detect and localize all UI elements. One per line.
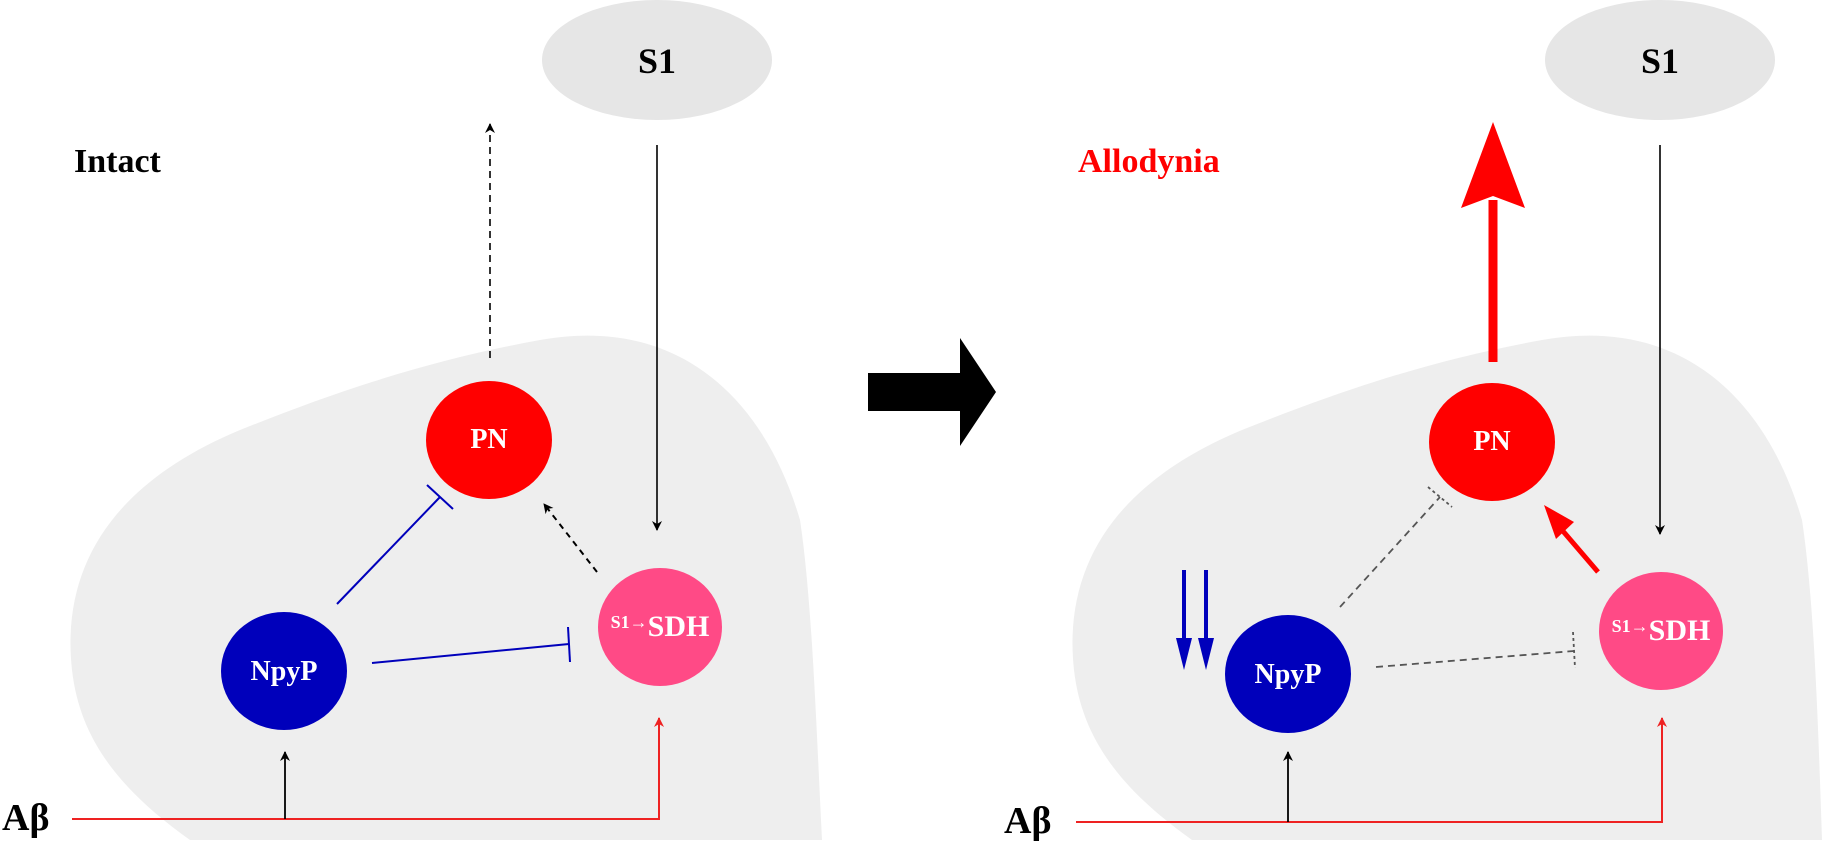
abeta-label: Aβ [2,797,49,839]
sdh-node [598,568,722,686]
npyp-inhibits-pn-weakened [1339,496,1441,608]
npyp-inhibits-sdh-weakened-bar [1572,631,1576,669]
sdh-to-pn-arrow [543,503,598,573]
npyp-node [221,612,347,730]
npyp-inhibits-pn-weakened-bar [1427,486,1453,508]
double-down-arrow-icon [1176,570,1214,670]
right-arrow-icon [868,338,996,446]
npyp-inhibits-pn [336,496,441,605]
sdh-label-prefix: S1→ [611,612,648,632]
panel-title-intact: Intact [74,143,162,180]
sdh-label: S1→SDH [611,610,710,643]
pn-label: PN [470,424,507,455]
sdh-label-right: S1→SDH [1612,614,1711,647]
npyp-inhibits-sdh-weakened [1375,650,1575,668]
sdh-node-right [1599,572,1723,690]
abeta-input-line [72,717,664,820]
npyp-inhibits-pn-bar [426,484,454,510]
pn-node [426,381,552,499]
npyp-label-right: NpyP [1255,659,1322,690]
npyp-label: NpyP [251,656,318,687]
pn-node-right [1429,383,1555,501]
left-panel: S1 Intact Aβ PN NpyP S1→SDH [2,0,822,840]
panel-title-allodynia: Allodynia [1078,143,1220,180]
pn-output-arrowhead [1461,122,1525,208]
sdh-label-prefix-right: S1→ [1612,616,1649,636]
s1-label: S1 [638,41,676,81]
sdh-label-main-right: SDH [1649,614,1711,647]
pn-label-right: PN [1473,426,1510,457]
npyp-inhibits-sdh [371,643,570,664]
abeta-label-right: Aβ [1004,800,1051,842]
s1-ellipse [542,0,772,120]
npyp-node-right [1225,615,1351,733]
sdh-label-main: SDH [648,610,710,643]
s1-ellipse-right [1545,0,1775,120]
npyp-inhibits-sdh-bar [567,626,571,663]
abeta-input-line-right [1076,717,1667,823]
sdh-to-pn-arrowhead [1544,505,1574,539]
sdh-to-pn-arrow-enhanced [1560,528,1600,574]
right-panel: S1 Allodynia Aβ PN NpyP [1004,0,1822,842]
s1-label-right: S1 [1641,41,1679,81]
